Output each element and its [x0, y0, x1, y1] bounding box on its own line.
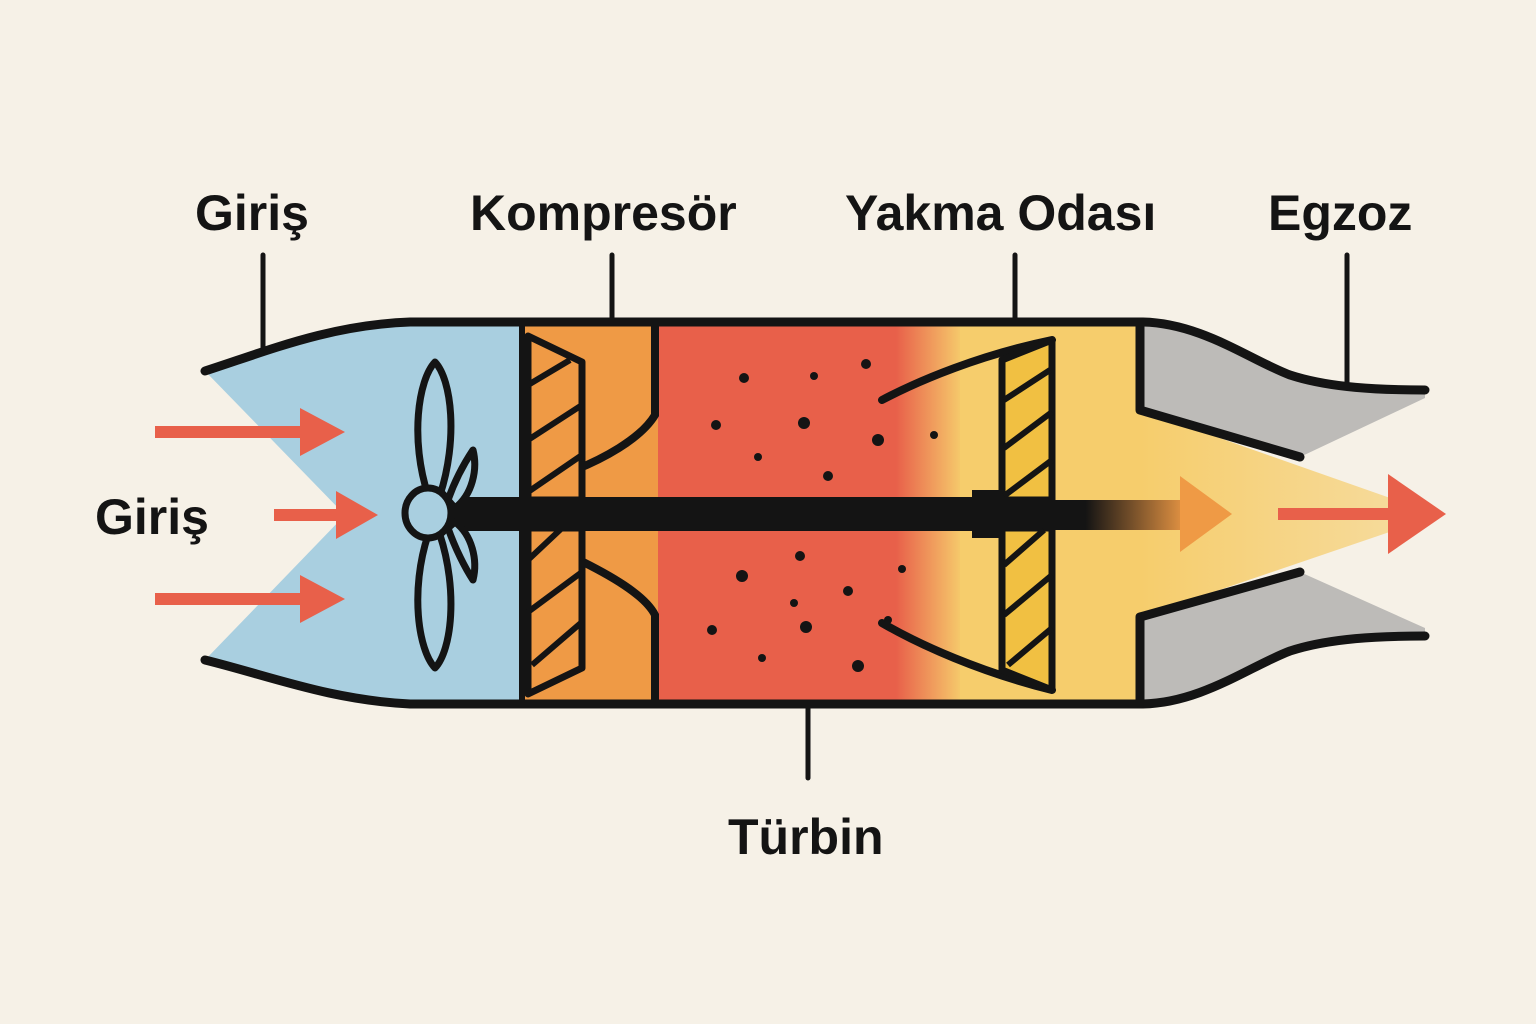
flow-arrow-icon: [155, 408, 345, 456]
exhaust-flow-arrow: [1180, 474, 1446, 554]
turbine-blades: [998, 336, 1056, 694]
flow-arrow-icon: [1278, 508, 1398, 520]
compressor-duct-bottom: [571, 554, 659, 708]
label-turbine: Türbin: [728, 809, 884, 865]
nozzle-wall-bottom: [1140, 572, 1425, 704]
exhaust-cone: [1140, 410, 1410, 617]
label-exhaust: Egzoz: [1268, 185, 1413, 241]
flow-arrow-icon: [155, 575, 345, 623]
leader-lines: [260, 252, 1350, 781]
label-inlet-top: Giriş: [195, 185, 309, 241]
shaft-icon: [440, 497, 985, 531]
label-inlet-side: Giriş: [95, 489, 209, 545]
compressor-blades: [524, 332, 586, 698]
flame-holder-top: [878, 336, 1056, 404]
fan-icon: [401, 358, 479, 672]
label-compressor: Kompresör: [470, 185, 737, 241]
fuel-droplets: [707, 359, 938, 672]
label-combustion-chamber: Yakma Odası: [845, 185, 1157, 241]
nozzle-wall-top: [1140, 322, 1425, 457]
inlet-flow-arrows: [155, 408, 378, 623]
flow-arrow-icon: [274, 491, 378, 539]
turbine-hub: [972, 490, 1002, 538]
